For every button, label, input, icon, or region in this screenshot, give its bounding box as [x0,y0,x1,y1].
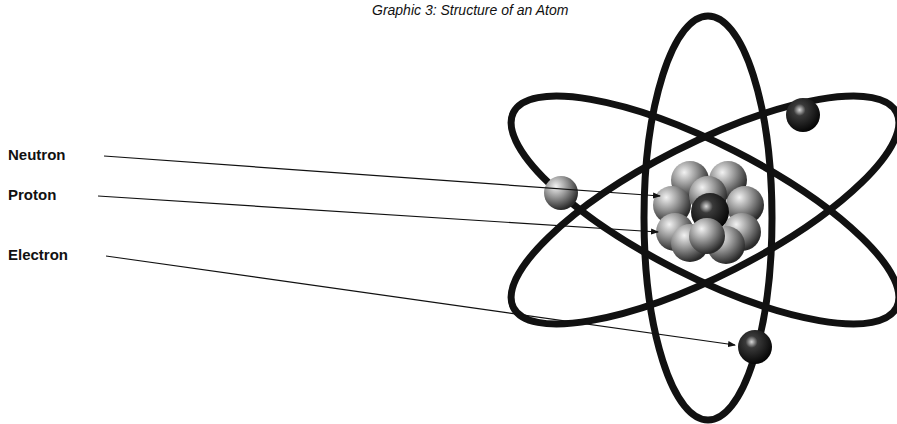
leader-line [106,256,735,345]
part-label: Neutron [8,146,66,163]
electron [786,98,820,132]
part-label: Proton [8,186,56,203]
electron [738,330,772,364]
leader-line [104,156,660,196]
figure-title: Graphic 3: Structure of an Atom [372,2,568,18]
leader-line [98,196,658,232]
part-label: Electron [8,246,68,263]
nucleus [653,161,764,264]
electron [544,176,578,210]
